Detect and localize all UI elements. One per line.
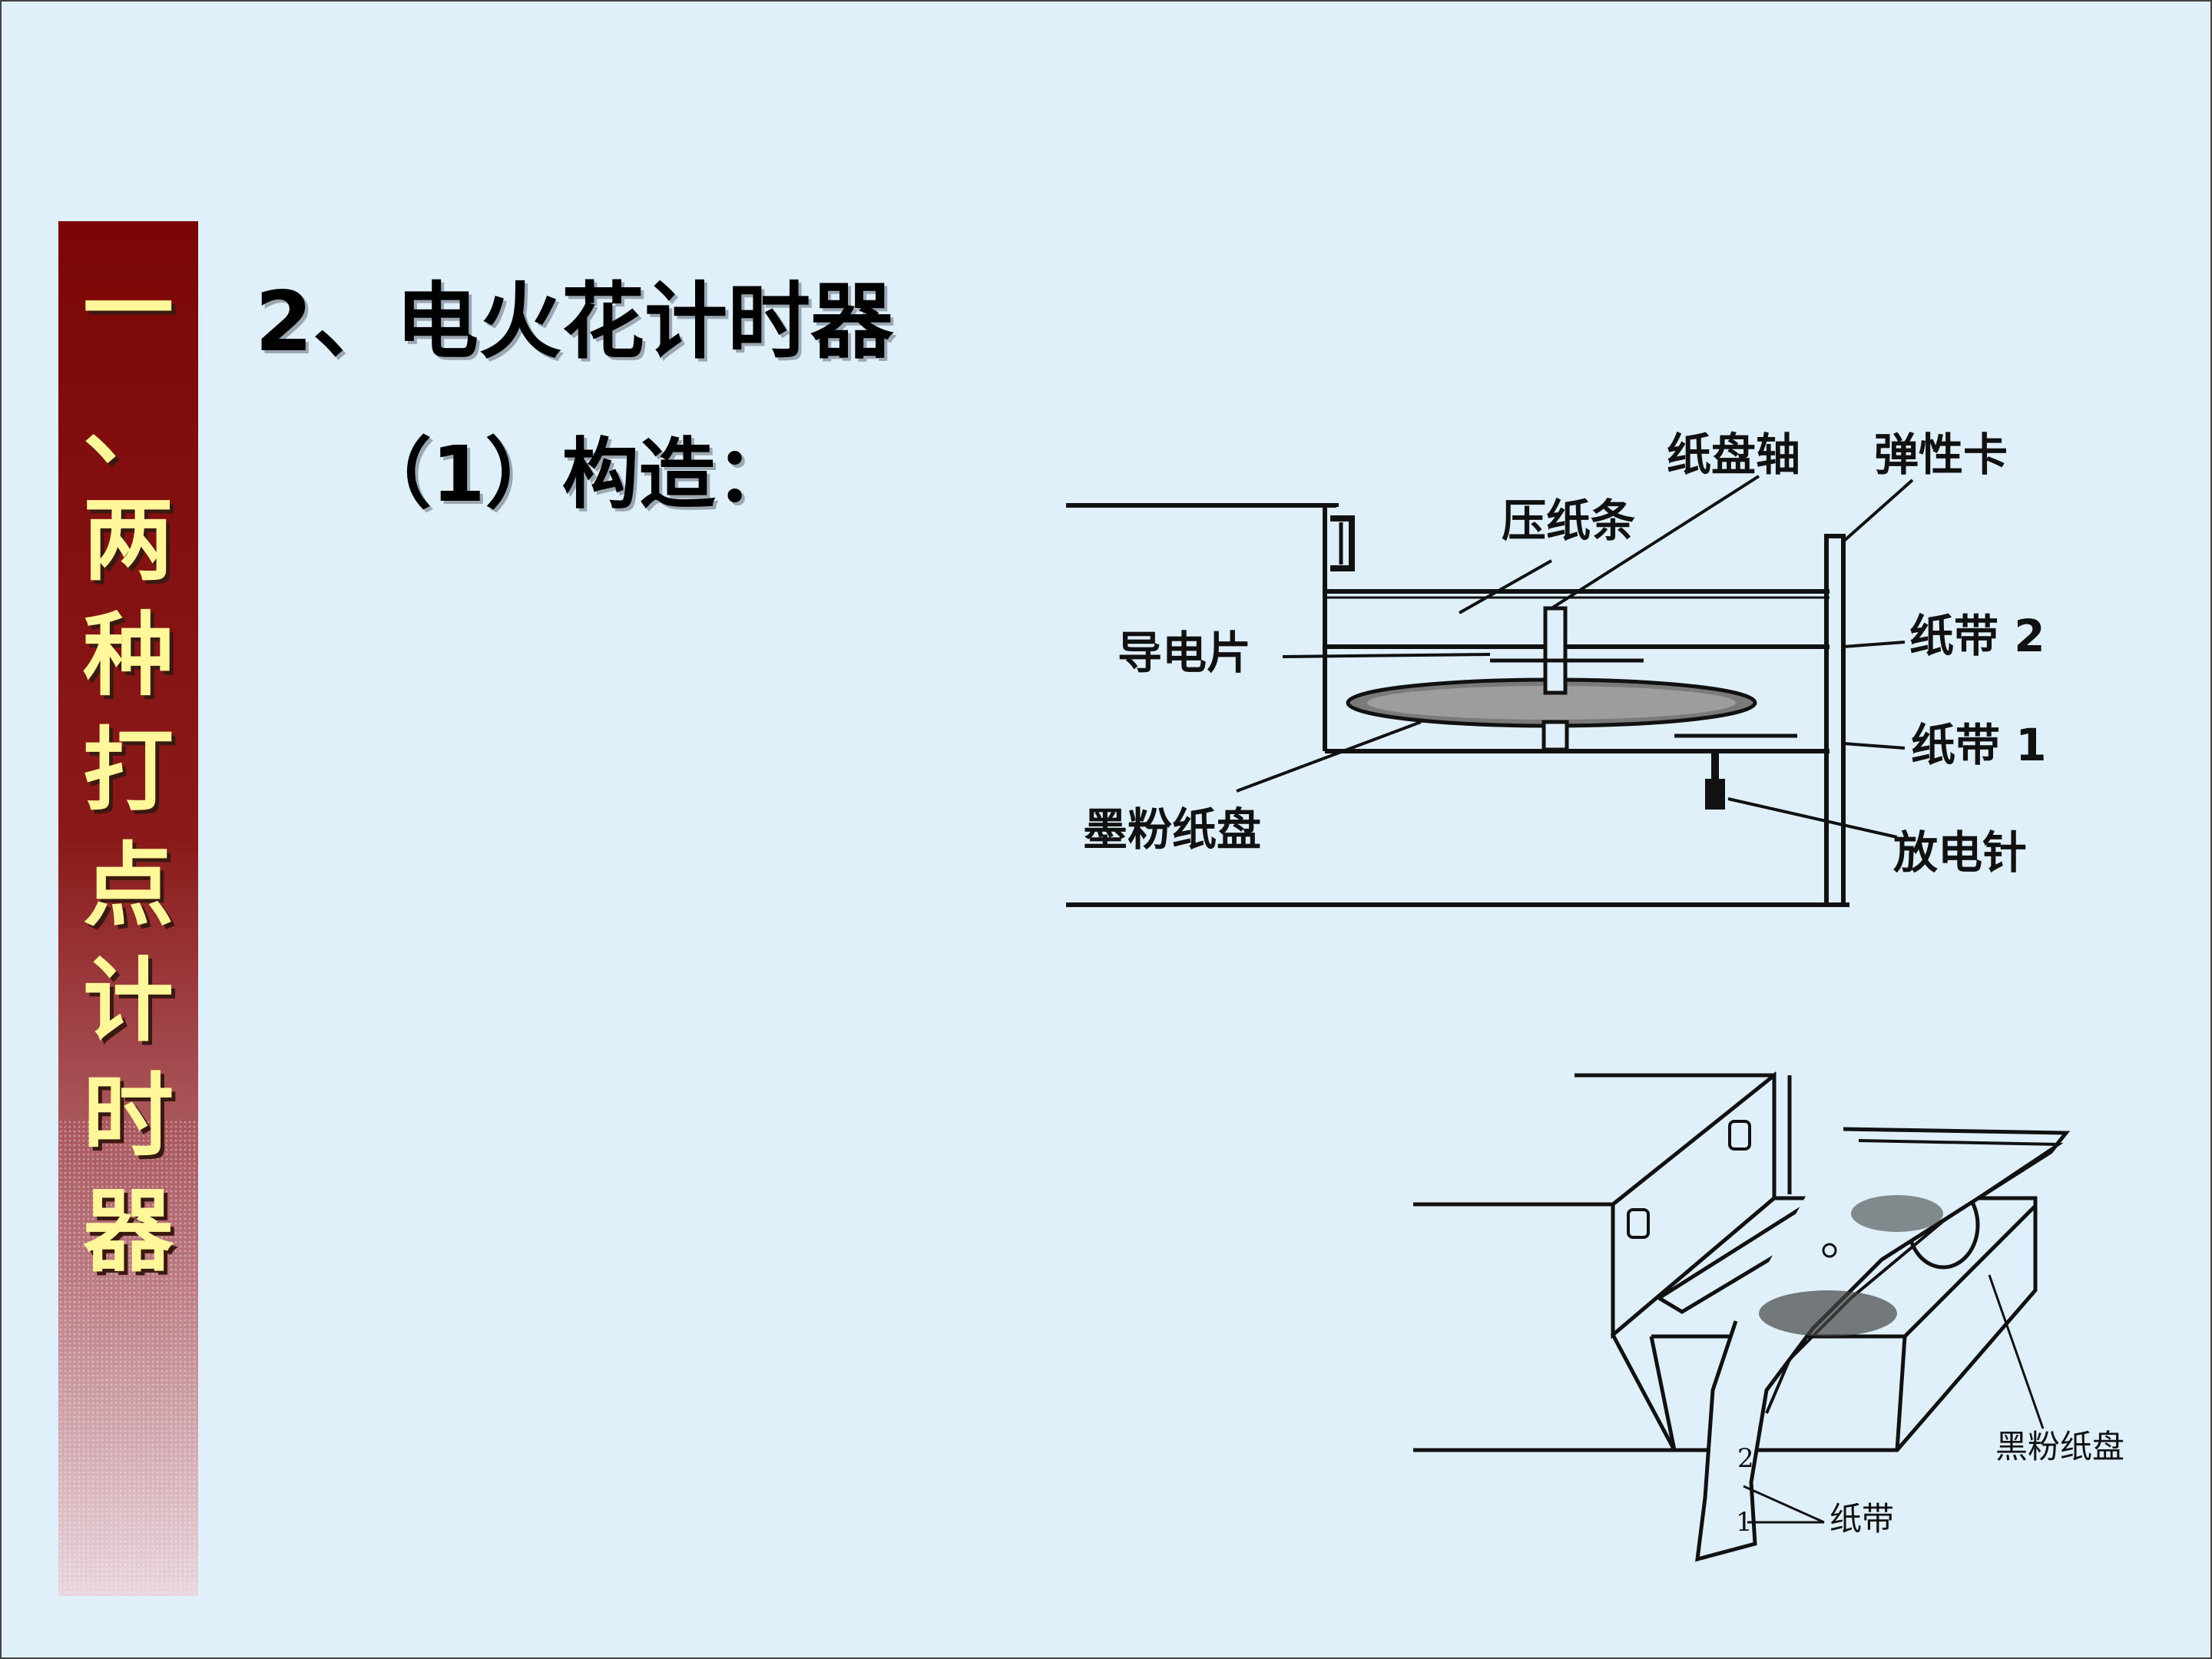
label-tape-num-2: 2 — [1737, 1443, 1754, 1474]
banner-char: 点 — [82, 833, 174, 939]
left-bracket — [1330, 515, 1355, 571]
banner-char: 两 — [82, 487, 174, 593]
label-tape-num-1: 1 — [1736, 1507, 1753, 1538]
needle-stem — [1711, 751, 1719, 779]
leader-spring — [1842, 478, 1914, 543]
leader-press-strip — [1459, 559, 1552, 614]
label-paper-tape-2: 纸带 2 — [1909, 610, 2045, 662]
banner-char: 器 — [82, 1178, 174, 1284]
banner-dot-pattern — [58, 1120, 198, 1596]
banner-char: 一 — [82, 257, 174, 363]
label-discharge-needle: 放电针 — [1893, 826, 2027, 879]
label-paper-tape-1: 纸带 1 — [1911, 719, 2047, 771]
banner-char: 计 — [82, 948, 174, 1054]
axis-pin — [1822, 1243, 1837, 1258]
label-paper-disc-axis: 纸盘轴 — [1667, 429, 1800, 481]
slide-title: 2、电火花计时器 — [255, 274, 894, 370]
side-banner: 一 、 两 种 打 点 计 时 器 — [58, 221, 198, 1596]
leader-conductor — [1282, 653, 1491, 658]
toner-disc-shading — [1759, 1290, 1897, 1336]
timer-perspective-diagram: 黑粉纸盘 2 1 纸带 — [1413, 1071, 2124, 1562]
label-conductor-plate: 导电片 — [1118, 627, 1251, 679]
screw-lower — [1627, 1208, 1650, 1239]
leader-axis — [1550, 475, 1760, 610]
leader-toner — [1236, 720, 1422, 793]
timer-cross-section-diagram: 纸盘轴 弹性卡 压纸条 导电片 纸带 2 纸带 1 墨粉纸盘 放电针 — [1066, 429, 2047, 907]
needle-tip — [1705, 779, 1725, 810]
leader-needle — [1727, 797, 1898, 839]
screw-upper — [1728, 1120, 1751, 1151]
label-paper-tape-b: 纸带 — [1830, 1500, 1894, 1538]
paper-disc-axis-post — [1543, 606, 1568, 695]
banner-char: 时 — [82, 1063, 174, 1169]
label-spring-clip: 弹性卡 — [1874, 429, 2008, 481]
spring-clip-bar — [1824, 534, 1846, 907]
leader-tape2 — [1843, 641, 1906, 648]
label-press-strip: 压纸条 — [1502, 495, 1635, 547]
section-subtitle: （1）构造： — [355, 429, 793, 519]
leader-toner-disc — [1988, 1274, 2045, 1429]
label-toner-disc-b: 黑粉纸盘 — [1995, 1428, 2124, 1465]
banner-char: 、 — [82, 372, 174, 478]
label-toner-disc: 墨粉纸盘 — [1083, 803, 1261, 856]
banner-char: 打 — [82, 717, 174, 823]
leader-tape1 — [1843, 742, 1906, 750]
housing-top-line — [1066, 503, 1339, 508]
banner-char: 种 — [82, 602, 174, 708]
